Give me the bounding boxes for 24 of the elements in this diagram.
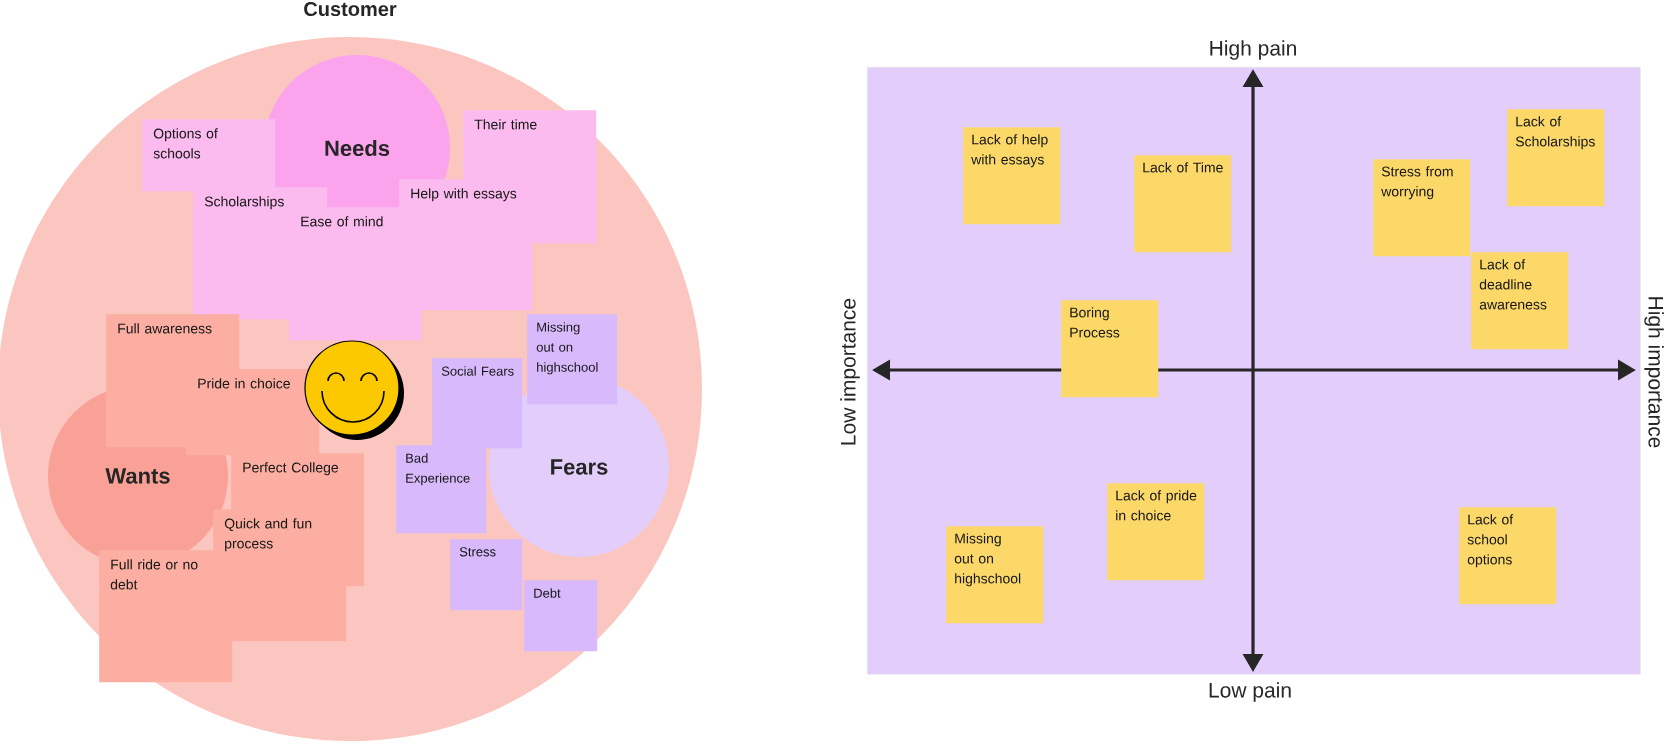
axis-label: High pain <box>1210 40 1296 60</box>
sticky-note: Missing out on highschool <box>527 314 618 405</box>
sticky-note: Boring Process <box>1061 300 1159 398</box>
sticky-note: Lack of help with essays <box>963 127 1061 225</box>
axis-label: Low pain <box>1209 682 1291 702</box>
sticky-note: Lack of pride in choice <box>1107 483 1205 581</box>
sticky-note: Quick and fun process <box>213 509 347 642</box>
node-label: Customer <box>304 1 397 17</box>
sticky-note: Social Fears <box>432 358 523 449</box>
sticky-note: Missing out on highschool <box>946 526 1044 624</box>
sticky-note: Stress <box>450 539 523 611</box>
axis-label: High importance <box>1644 297 1664 448</box>
axis-label: Low importance <box>840 298 860 445</box>
sticky-note: Bad Experience <box>396 445 487 534</box>
sticky-note: Pride in choice <box>186 369 320 456</box>
sticky-note: Options of schools <box>142 119 276 192</box>
sticky-note: Lack of Scholarships <box>1507 109 1605 207</box>
sticky-note: Full ride or no debt <box>99 550 233 683</box>
sticky-note: Lack of Time <box>1134 155 1232 253</box>
sticky-note: Stress from worrying <box>1373 159 1471 257</box>
sticky-note: Help with essays <box>399 179 533 311</box>
sticky-note: Lack of school options <box>1459 507 1557 605</box>
sticky-note: Debt <box>524 580 598 652</box>
sticky-note: Lack of deadline awareness <box>1471 252 1569 350</box>
